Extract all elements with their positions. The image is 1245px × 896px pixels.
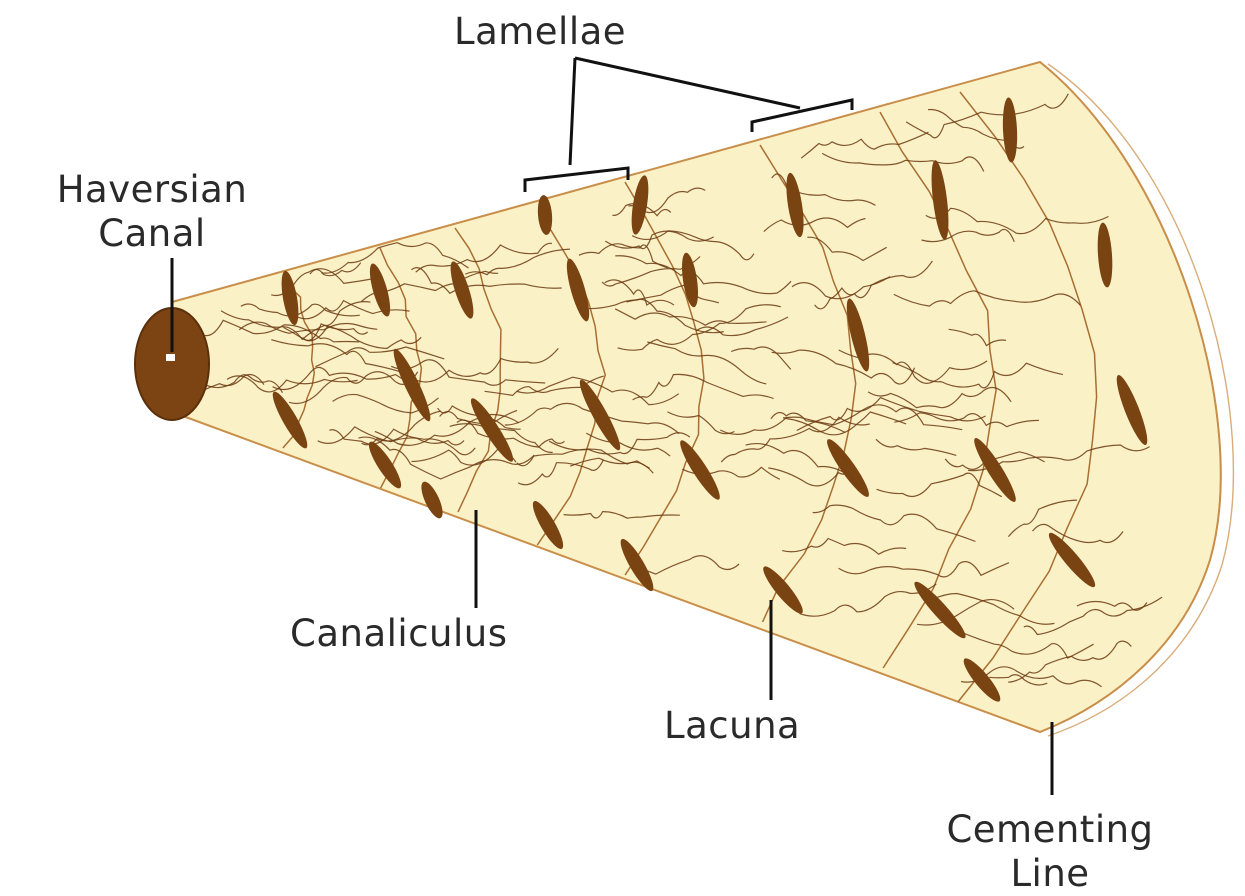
label-haversian-canal-line2: Canal	[2, 212, 302, 256]
haversian-canal-highlight	[166, 354, 175, 361]
label-canaliculus: Canaliculus	[290, 612, 508, 656]
label-lamellae: Lamellae	[405, 10, 675, 54]
label-cementing-line-line2: Line	[895, 852, 1205, 896]
label-haversian-canal-line1: Haversian	[2, 168, 302, 212]
label-haversian-canal: Haversian Canal	[2, 168, 302, 256]
label-lacuna: Lacuna	[664, 704, 800, 748]
label-cementing-line-line1: Cementing	[895, 808, 1205, 852]
